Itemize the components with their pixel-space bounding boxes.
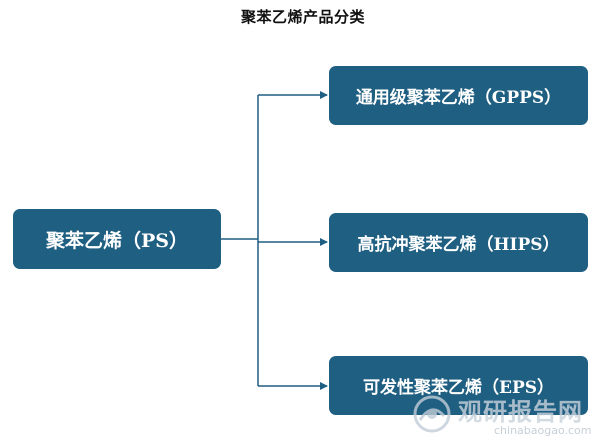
node-hips: 高抗冲聚苯乙烯（HIPS） bbox=[329, 213, 588, 272]
node-label: 聚苯乙烯（PS） bbox=[45, 229, 188, 252]
watermark: 观研报告网 chinabaogao.com bbox=[412, 386, 602, 442]
diagram-title: 聚苯乙烯产品分类 bbox=[240, 8, 365, 26]
watermark-brand-url: chinabaogao.com bbox=[494, 424, 592, 437]
node-label: 可发性聚苯乙烯（EPS） bbox=[362, 378, 555, 398]
watermark-brand-cn: 观研报告网 bbox=[458, 398, 583, 426]
node-eps: 可发性聚苯乙烯（EPS） bbox=[329, 356, 588, 415]
node-label: 通用级聚苯乙烯（GPPS） bbox=[355, 88, 562, 108]
node-polystyrene-ps: 聚苯乙烯（PS） bbox=[13, 209, 221, 269]
node-gpps: 通用级聚苯乙烯（GPPS） bbox=[329, 66, 588, 125]
node-label: 高抗冲聚苯乙烯（HIPS） bbox=[357, 235, 560, 255]
watermark-logo-icon bbox=[413, 395, 451, 433]
